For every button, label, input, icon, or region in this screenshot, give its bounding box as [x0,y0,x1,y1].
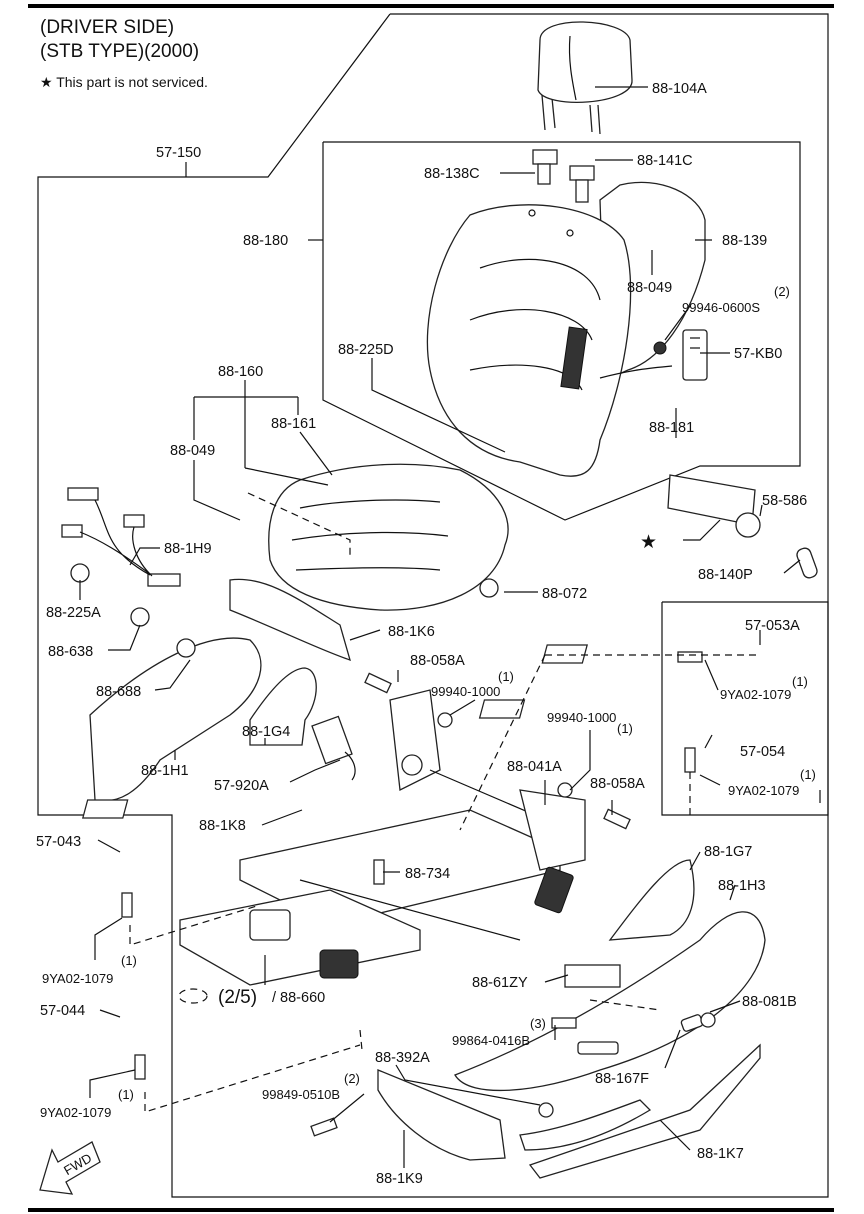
callout-88-660: / 88-660 [272,990,325,1006]
callout-88-1K7: 88-1K7 [697,1146,744,1162]
dashed-leaders [129,654,760,1113]
guide-88-141C [569,165,595,203]
seat-frame [179,689,586,986]
callout-qty-1-f: (1) [118,1087,134,1102]
callout-88-161: 88-161 [271,416,316,432]
cushion [247,463,509,611]
cover-88-1K7 [519,1043,761,1179]
buckle-57-920A [311,715,356,781]
callout-88-1K9: 88-1K9 [376,1171,423,1187]
callout-57-044: 57-044 [40,1003,85,1019]
shield-88-1G7 [608,859,695,941]
callout-88-688: 88-688 [96,684,141,700]
shield-88-1H3 [454,911,766,1092]
cover-88-1K9 [377,1069,506,1161]
callout-88-1H1: 88-1H1 [141,763,189,779]
callout-9YA02-1079-d: 9YA02-1079 [40,1105,111,1120]
callout-99940-1000-b: 99940-1000 [547,710,616,725]
callout-57-053A: 57-053A [745,618,800,634]
small-parts [70,474,818,1118]
callout-88-392A: 88-392A [375,1050,430,1066]
callout-88-180: 88-180 [243,233,288,249]
callout-57-150: 57-150 [156,145,201,161]
callout-57-KB0: 57-KB0 [734,346,782,362]
leader-lines [79,86,821,1168]
callout-88-167F: 88-167F [595,1071,649,1087]
callout-99864-0416B: 99864-0416B [452,1033,530,1048]
callout-qty-2-lower: (2) [344,1071,360,1086]
callout-88-1H3: 88-1H3 [718,878,766,894]
callout-88-1K8: 88-1K8 [199,818,246,834]
fwd-arrow-icon: FWD [39,1141,101,1195]
callout-88-638: 88-638 [48,644,93,660]
type-title: (STB TYPE)(2000) [40,41,200,62]
not-serviced-star-icon: ★ [640,532,657,553]
callout-qty-1-c: (1) [617,721,633,736]
seatback [426,181,706,477]
callout-88-1G4: 88-1G4 [242,724,290,740]
callout-58-586: 58-586 [762,493,807,509]
callout-88-049-lower: 88-049 [170,443,215,459]
callout-qty-1-d: (1) [800,767,816,782]
motor-group-icon [178,988,208,1004]
frame-57-150 [37,13,829,1198]
callout-57-043: 57-043 [36,834,81,850]
callout-qty-1-b: (1) [792,674,808,689]
callout-9YA02-1079-c: 9YA02-1079 [42,971,113,986]
callout-88-734: 88-734 [405,866,450,882]
airbag-module-57-KB0 [653,329,708,381]
callout-qty-1-e: (1) [121,953,137,968]
bottom-border [28,1208,834,1212]
callout-88-181: 88-181 [649,420,694,436]
callout-qty-2-upper: (2) [774,284,790,299]
not-serviced-note: ★ This part is not serviced. [40,74,208,91]
side-title: (DRIVER SIDE) [40,17,175,38]
frame-bracket [661,601,829,816]
callout-88-041A: 88-041A [507,759,562,775]
guide-88-138C [532,149,558,185]
bolts [121,651,703,1137]
front-trim-88-1K6 [229,578,351,662]
callout-88-138C: 88-138C [424,166,480,182]
top-border [28,4,834,8]
callout-99849-0510B: 99849-0510B [262,1087,340,1102]
callout-qty-1-a: (1) [498,669,514,684]
callout-9YA02-1079-b: 9YA02-1079 [728,783,799,798]
callout-99946-0600S: 99946-0600S [682,300,760,315]
callout-88-140P: 88-140P [698,567,753,583]
headrest [537,21,633,135]
callout-88-61ZY: 88-61ZY [472,975,528,991]
callout-88-225A: 88-225A [46,605,101,621]
shield-88-1H1 [89,637,262,802]
callout-88-058A-lower: 88-058A [590,776,645,792]
motor-88-660 [249,866,574,979]
callout-88-139: 88-139 [722,233,767,249]
callout-labels: 88-104A 57-150 88-138C 88-141C 88-180 88… [36,81,816,1187]
callout-88-225D: 88-225D [338,342,394,358]
harness-88-1H9 [61,487,181,587]
callout-88-160: 88-160 [218,364,263,380]
callout-57-054: 57-054 [740,744,785,760]
bracket-88-1G4 [249,667,317,746]
callout-qty-3: (3) [530,1016,546,1031]
callout-88-104A: 88-104A [652,81,707,97]
not-serviced-text: This part is not serviced. [56,74,208,90]
callout-9YA02-1079-a: 9YA02-1079 [720,687,791,702]
callout-88-1K6: 88-1K6 [388,624,435,640]
callout-motor-fraction: (2/5) [218,987,257,1008]
callout-88-081B: 88-081B [742,994,797,1010]
callout-99940-1000-a: 99940-1000 [431,684,500,699]
star-icon: ★ [40,74,53,90]
callout-57-920A: 57-920A [214,778,269,794]
callout-88-072: 88-072 [542,586,587,602]
callout-88-1G7: 88-1G7 [704,844,752,860]
callout-88-058A-upper: 88-058A [410,653,465,669]
callout-88-049-upper: 88-049 [627,280,672,296]
callout-88-141C: 88-141C [637,153,693,169]
callout-88-1H9: 88-1H9 [164,541,212,557]
frame-seatback [322,141,801,521]
